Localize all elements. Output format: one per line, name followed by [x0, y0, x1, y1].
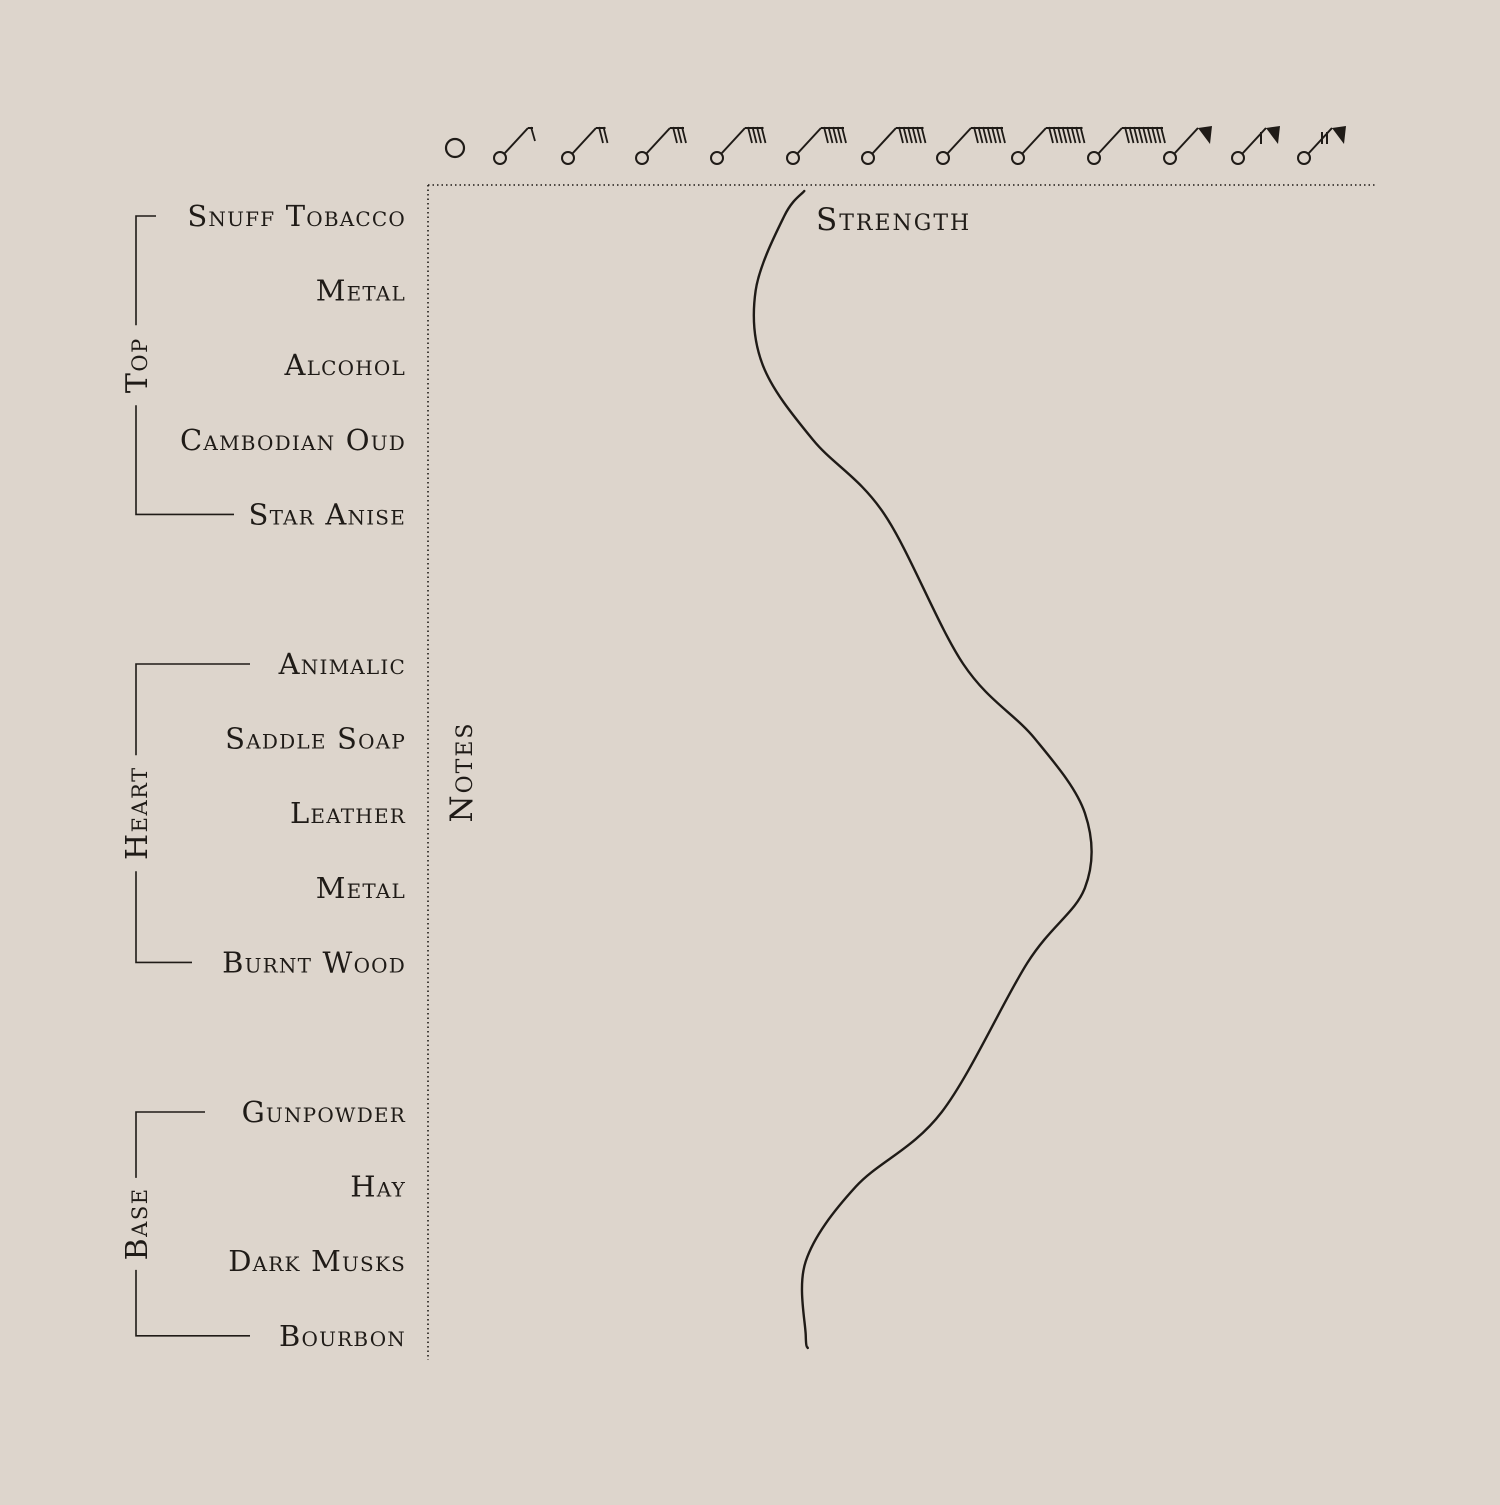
- strength-glyph-3-icon: [635, 126, 687, 165]
- note-label: Bourbon: [279, 1319, 406, 1353]
- note-label: Metal: [316, 871, 406, 905]
- note-label: Animalic: [278, 647, 406, 681]
- bracket-base: Base: [120, 1111, 250, 1337]
- strength-glyph-10-icon: [1163, 126, 1212, 165]
- group-label-base: Base: [120, 1187, 155, 1260]
- note-label: Dark Musks: [228, 1244, 406, 1278]
- note-label: Burnt Wood: [222, 945, 406, 979]
- strength-glyph-4-icon: [710, 126, 767, 165]
- note-label: Star Anise: [249, 497, 406, 531]
- note-label: Hay: [350, 1170, 406, 1204]
- x-axis-title: Strength: [816, 202, 971, 238]
- note-label: Gunpowder: [242, 1095, 406, 1129]
- strength-glyph-12-icon: [1297, 126, 1346, 165]
- group-label-top: Top: [120, 337, 155, 393]
- strength-glyph-5-icon: [786, 126, 847, 165]
- note-label: Saddle Soap: [225, 722, 406, 756]
- strength-glyph-1-icon: [493, 126, 536, 165]
- bracket-top: Top: [120, 215, 234, 516]
- note-label: Cambodian Oud: [180, 423, 406, 457]
- strength-glyph-7-icon: [936, 126, 1006, 165]
- y-axis-title: Notes: [444, 722, 480, 823]
- strength-glyph-2-icon: [561, 126, 609, 165]
- bracket-heart: Heart: [120, 663, 250, 964]
- strength-curve: [752, 189, 1093, 1350]
- strength-glyph-8-icon: [1011, 126, 1086, 165]
- strength-glyph-row: [444, 126, 1346, 165]
- note-label: Snuff Tobacco: [187, 199, 406, 233]
- strength-glyph-6-icon: [861, 126, 927, 165]
- strength-glyph-0-icon: [444, 137, 466, 159]
- strength-glyph-11-icon: [1231, 126, 1280, 165]
- strength-glyph-9-icon: [1087, 126, 1166, 165]
- note-label: Metal: [316, 274, 406, 308]
- group-label-heart: Heart: [120, 766, 155, 860]
- note-label: Alcohol: [284, 348, 406, 382]
- note-label: Leather: [290, 796, 406, 830]
